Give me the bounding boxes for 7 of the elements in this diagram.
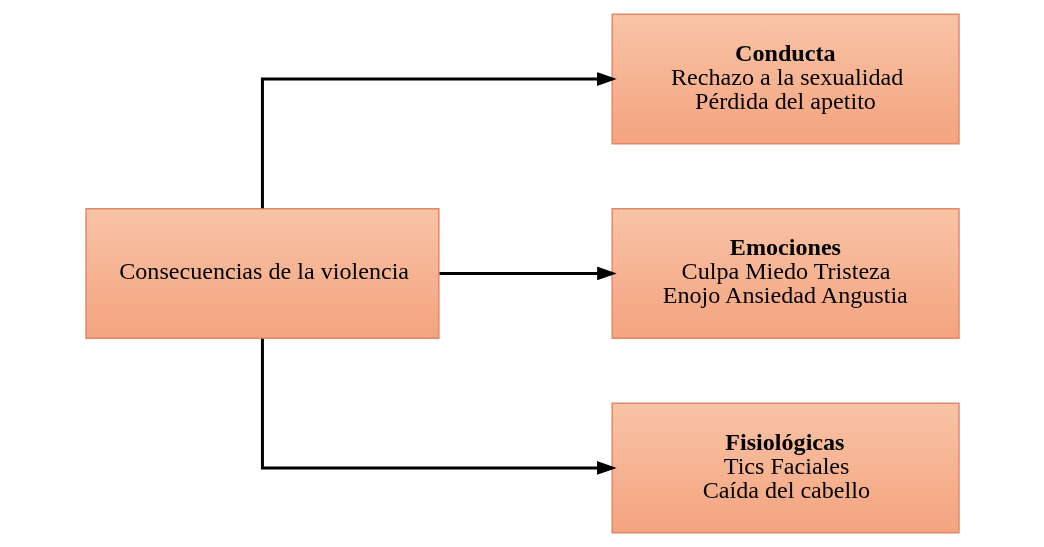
node-box: Consecuencias de la violencia — [84, 207, 440, 340]
node-box: Fisiológicas Tics Faciales Caída del cabello — [610, 402, 960, 534]
arrow — [260, 338, 617, 475]
arrow — [439, 266, 617, 281]
node-box: Emociones Culpa Miedo Tristeza Enojo Ansiedad Angustia — [610, 207, 960, 340]
node-box: Conducta Rechazo a la sexualidad Pérdida del apetito — [610, 13, 960, 145]
arrow — [260, 72, 617, 209]
